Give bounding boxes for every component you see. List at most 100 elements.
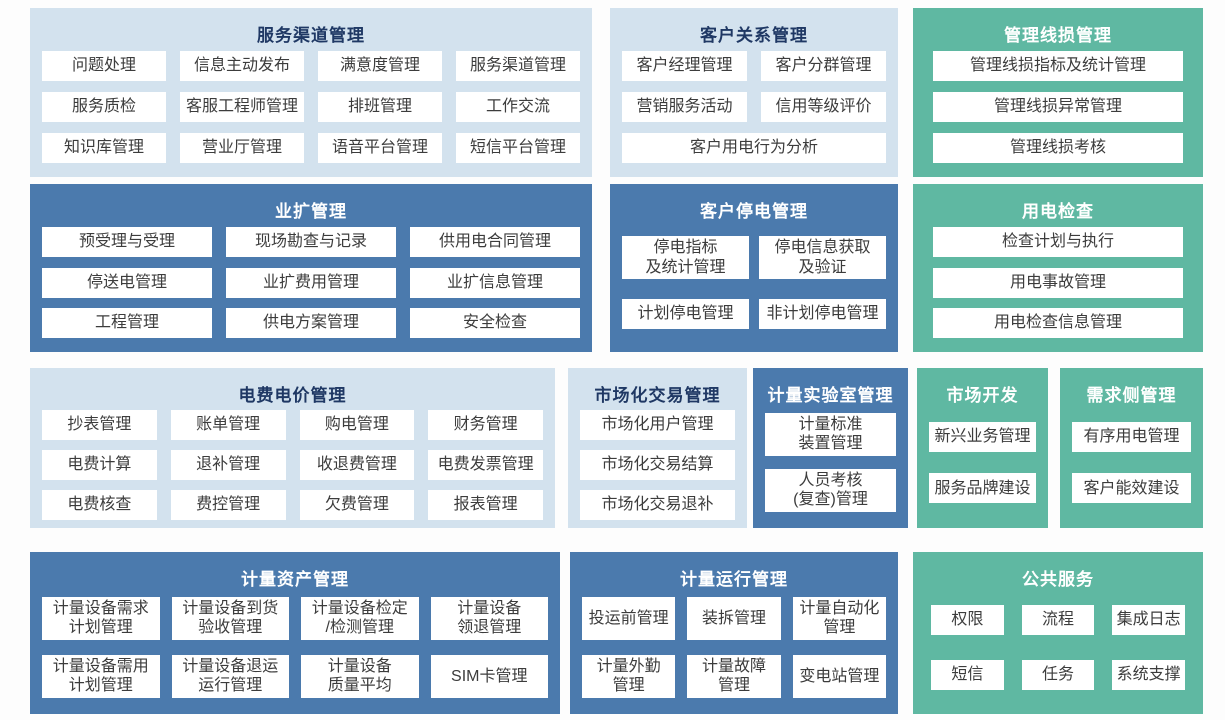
panel-title: 业扩管理 — [275, 202, 347, 221]
panel-chips: 有序用电管理客户能效建设 — [1072, 410, 1191, 515]
module-chip: 新兴业务管理 — [929, 421, 1036, 452]
panel-metering-assets-mgmt: 计量资产管理 计量设备需求 计划管理计量设备到货 验收管理计量设备检定 /检测管… — [30, 552, 560, 714]
panel-title: 公共服务 — [1022, 570, 1094, 589]
module-chip: 计量外勤 管理 — [582, 654, 676, 698]
module-chip: 装拆管理 — [687, 596, 781, 640]
module-chip: 营业厅管理 — [180, 133, 304, 163]
panel-chips: 客户经理管理客户分群管理营销服务活动信用等级评价客户用电行为分析 — [622, 50, 886, 164]
module-chip: 流程 — [1021, 605, 1095, 635]
module-chip: 收退费管理 — [299, 450, 415, 480]
module-chip: 计量设备需用 计划管理 — [42, 654, 160, 698]
module-chip: 检查计划与执行 — [933, 226, 1183, 257]
module-chip: 客户经理管理 — [622, 51, 747, 81]
module-chip: 业扩费用管理 — [226, 267, 396, 298]
module-chip: 计量设备到货 验收管理 — [171, 596, 289, 640]
panel-title: 管理线损管理 — [1004, 26, 1112, 45]
panel-market-trading-mgmt: 市场化交易管理 市场化用户管理市场化交易结算市场化交易退补 — [568, 368, 747, 528]
panel-power-use-inspection: 用电检查 检查计划与执行用电事故管理用电检查信息管理 — [913, 184, 1203, 352]
module-chip: 退补管理 — [170, 450, 286, 480]
module-chip: 客服工程师管理 — [180, 92, 304, 122]
panel-market-development: 市场开发 新兴业务管理服务品牌建设 — [917, 368, 1048, 528]
module-chip: 有序用电管理 — [1072, 421, 1191, 452]
panel-metering-operation-mgmt: 计量运行管理 投运前管理装拆管理计量自动化 管理计量外勤 管理计量故障 管理变电… — [570, 552, 898, 714]
panel-chips: 预受理与受理现场勘查与记录供用电合同管理停送电管理业扩费用管理业扩信息管理工程管… — [42, 226, 580, 339]
module-chip: 知识库管理 — [42, 133, 166, 163]
panel-chips: 新兴业务管理服务品牌建设 — [929, 410, 1036, 515]
panel-metering-lab-mgmt: 计量实验室管理 计量标准 装置管理人员考核 (复查)管理 — [753, 368, 908, 528]
module-chip: 排班管理 — [318, 92, 442, 122]
module-chip: 抄表管理 — [42, 410, 157, 440]
module-chip: 权限 — [931, 605, 1004, 635]
module-chip: 供用电合同管理 — [410, 226, 580, 257]
panel-title: 市场开发 — [946, 386, 1019, 405]
panel-title: 服务渠道管理 — [257, 26, 365, 45]
module-chip: 人员考核 (复查)管理 — [765, 468, 896, 512]
panel-chips: 抄表管理账单管理购电管理财务管理电费计算退补管理收退费管理电费发票管理电费核查费… — [42, 410, 543, 520]
module-chip: 投运前管理 — [582, 596, 676, 640]
panel-demand-side-mgmt: 需求侧管理 有序用电管理客户能效建设 — [1060, 368, 1203, 528]
module-chip: 电费核查 — [42, 490, 157, 520]
module-chip: 管理线损考核 — [933, 133, 1183, 163]
module-chip: 计量设备需求 计划管理 — [42, 596, 160, 640]
panel-title: 需求侧管理 — [1086, 386, 1177, 405]
panel-chips: 问题处理信息主动发布满意度管理服务渠道管理服务质检客服工程师管理排班管理工作交流… — [42, 50, 580, 164]
module-chip: SIM卡管理 — [430, 654, 548, 698]
panel-title: 客户关系管理 — [700, 26, 808, 45]
panel-title: 客户停电管理 — [700, 202, 808, 221]
module-chip: 安全检查 — [410, 308, 580, 339]
module-chip: 停电指标 及统计管理 — [622, 235, 749, 280]
module-chip: 计划停电管理 — [622, 299, 749, 329]
module-chip: 客户能效建设 — [1072, 473, 1191, 504]
module-chip: 营销服务活动 — [622, 92, 747, 122]
module-chip: 信息主动发布 — [180, 51, 304, 81]
module-chip: 电费计算 — [42, 450, 157, 480]
module-chip: 财务管理 — [428, 410, 543, 440]
module-chip: 计量设备 领退管理 — [430, 596, 548, 640]
module-chip: 满意度管理 — [318, 51, 442, 81]
panel-chips: 计量设备需求 计划管理计量设备到货 验收管理计量设备检定 /检测管理计量设备 领… — [42, 594, 548, 701]
module-chip: 语音平台管理 — [318, 133, 442, 163]
module-chip: 问题处理 — [42, 51, 166, 81]
panel-customer-outage-mgmt: 客户停电管理 停电指标 及统计管理停电信息获取 及验证计划停电管理非计划停电管理 — [610, 184, 898, 352]
module-chip: 用电检查信息管理 — [933, 308, 1183, 339]
module-chip: 服务品牌建设 — [929, 473, 1036, 504]
module-chip: 供电方案管理 — [226, 308, 396, 339]
panel-chips: 权限流程集成日志短信任务系统支撑 — [925, 594, 1191, 701]
panel-public-service: 公共服务 权限流程集成日志短信任务系统支撑 — [913, 552, 1203, 714]
module-chip: 管理线损指标及统计管理 — [933, 51, 1183, 81]
module-chip: 服务渠道管理 — [456, 51, 580, 81]
module-chip: 工作交流 — [456, 92, 580, 122]
module-chip: 预受理与受理 — [42, 226, 212, 257]
module-chip: 计量自动化 管理 — [792, 596, 886, 640]
module-chip: 计量设备退运 运行管理 — [171, 654, 289, 698]
module-chip: 计量故障 管理 — [687, 654, 781, 698]
module-chip: 电费发票管理 — [428, 450, 543, 480]
panel-chips: 投运前管理装拆管理计量自动化 管理计量外勤 管理计量故障 管理变电站管理 — [582, 594, 886, 701]
module-chip: 用电事故管理 — [933, 267, 1183, 298]
module-chip: 服务质检 — [42, 92, 166, 122]
module-chip: 计量设备检定 /检测管理 — [301, 596, 419, 640]
module-chip: 业扩信息管理 — [410, 267, 580, 298]
panel-business-expansion-mgmt: 业扩管理 预受理与受理现场勘查与记录供用电合同管理停送电管理业扩费用管理业扩信息… — [30, 184, 592, 352]
panel-title: 计量实验室管理 — [767, 386, 894, 405]
module-chip: 市场化交易结算 — [580, 450, 735, 480]
module-chip: 账单管理 — [170, 410, 286, 440]
module-chip: 报表管理 — [428, 490, 543, 520]
module-chip: 任务 — [1021, 660, 1095, 690]
module-chip: 变电站管理 — [792, 654, 886, 698]
module-chip: 现场勘查与记录 — [226, 226, 396, 257]
module-chip: 费控管理 — [170, 490, 286, 520]
panel-chips: 停电指标 及统计管理停电信息获取 及验证计划停电管理非计划停电管理 — [622, 226, 886, 339]
panel-service-channel-mgmt: 服务渠道管理 问题处理信息主动发布满意度管理服务渠道管理服务质检客服工程师管理排… — [30, 8, 592, 177]
panel-line-loss-mgmt: 管理线损管理 管理线损指标及统计管理管理线损异常管理管理线损考核 — [913, 8, 1203, 177]
module-chip: 非计划停电管理 — [759, 299, 886, 329]
module-chip: 短信平台管理 — [456, 133, 580, 163]
module-chip: 停电信息获取 及验证 — [759, 235, 886, 280]
module-chip: 购电管理 — [299, 410, 415, 440]
panel-title: 用电检查 — [1022, 202, 1094, 221]
module-chip: 管理线损异常管理 — [933, 92, 1183, 122]
module-chip: 短信 — [931, 660, 1004, 690]
panel-chips: 检查计划与执行用电事故管理用电检查信息管理 — [925, 226, 1191, 339]
module-chip: 市场化交易退补 — [580, 490, 735, 520]
